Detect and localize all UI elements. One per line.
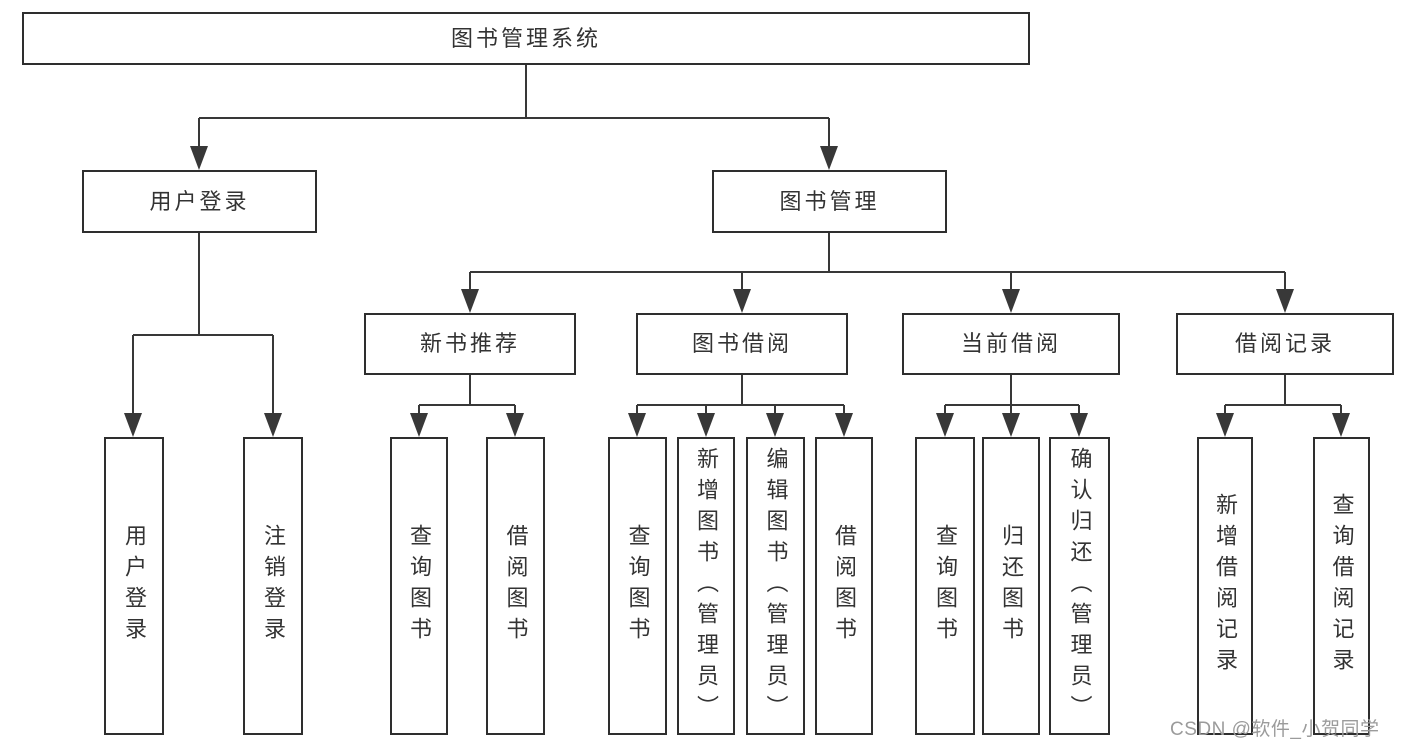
connector-root-trunk (198, 65, 830, 148)
arrowhead (1070, 413, 1088, 437)
leaf-confirm-return-admin: 确认归还（管理员） (1049, 437, 1110, 735)
node-user-login: 用户登录 (82, 170, 317, 233)
leaf-borrow-books: 借阅图书 (815, 437, 873, 735)
node-new-book-recommend: 新书推荐 (364, 313, 576, 375)
leaf-borrow-books-recommend: 借阅图书 (486, 437, 545, 735)
leaf-query-borrow-record: 查询借阅记录 (1313, 437, 1370, 735)
leaf-add-borrow-record: 新增借阅记录 (1197, 437, 1253, 735)
leaf-user-login: 用户登录 (104, 437, 164, 735)
arrowhead (190, 146, 208, 170)
arrowhead (1216, 413, 1234, 437)
arrowhead (1002, 413, 1020, 437)
arrowhead (733, 289, 751, 313)
arrowhead (1002, 289, 1020, 313)
node-current-borrow: 当前借阅 (902, 313, 1120, 375)
connector-current-borrow-fork (944, 375, 1080, 415)
node-library-management-system: 图书管理系统 (22, 12, 1030, 65)
node-borrow-records: 借阅记录 (1176, 313, 1394, 375)
arrowhead (936, 413, 954, 437)
arrowhead (124, 413, 142, 437)
leaf-query-books-current: 查询图书 (915, 437, 975, 735)
arrowhead (820, 146, 838, 170)
arrowheads (124, 146, 1350, 437)
arrowhead (506, 413, 524, 437)
arrowhead (766, 413, 784, 437)
leaf-add-books-admin: 新增图书（管理员） (677, 437, 735, 735)
leaf-query-books-borrow: 查询图书 (608, 437, 667, 735)
arrowhead (1332, 413, 1350, 437)
leaf-logout: 注销登录 (243, 437, 303, 735)
node-book-borrow: 图书借阅 (636, 313, 848, 375)
connector-new-book-fork (418, 375, 516, 415)
node-book-management: 图书管理 (712, 170, 947, 233)
arrowhead (264, 413, 282, 437)
leaf-return-books: 归还图书 (982, 437, 1040, 735)
connector-book-borrow-fork (636, 375, 845, 415)
arrowhead (835, 413, 853, 437)
arrowhead (628, 413, 646, 437)
arrowhead (461, 289, 479, 313)
csdn-watermark: CSDN @软件_小贺同学 (1170, 719, 1380, 740)
arrowhead (697, 413, 715, 437)
connector-book-mgmt-fork (469, 233, 1286, 291)
leaf-edit-books-admin: 编辑图书（管理员） (746, 437, 805, 735)
connector-user-login-fork (132, 233, 274, 415)
connector-borrow-records-fork (1224, 375, 1342, 415)
leaf-query-books-recommend: 查询图书 (390, 437, 448, 735)
arrowhead (410, 413, 428, 437)
arrowhead (1276, 289, 1294, 313)
